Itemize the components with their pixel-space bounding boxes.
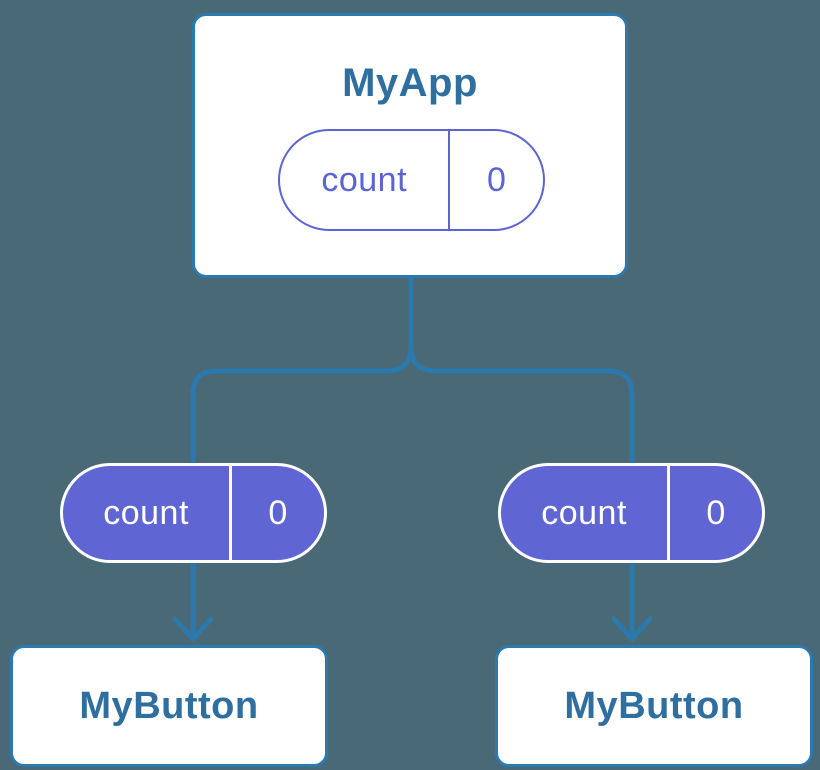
state-value-label: 0 — [487, 160, 507, 199]
myapp-state-pill: count 0 — [278, 129, 545, 231]
arrowhead-down-right-icon — [611, 616, 653, 642]
prop-pill-right: count 0 — [498, 463, 765, 563]
arrowhead-down-left-icon — [172, 616, 214, 642]
prop-value-label: 0 — [268, 493, 288, 532]
state-name-label: count — [280, 131, 451, 229]
prop-pill-left: count 0 — [60, 463, 327, 563]
prop-name-label: count — [63, 466, 233, 560]
prop-value-label: 0 — [706, 493, 726, 532]
mybutton-node-right: MyButton — [495, 645, 813, 767]
myapp-node-title: MyApp — [342, 61, 478, 105]
edge-left-line — [190, 277, 414, 636]
prop-name-label: count — [501, 466, 671, 560]
edge-right-line — [408, 277, 635, 636]
mybutton-node-left: MyButton — [10, 645, 328, 767]
